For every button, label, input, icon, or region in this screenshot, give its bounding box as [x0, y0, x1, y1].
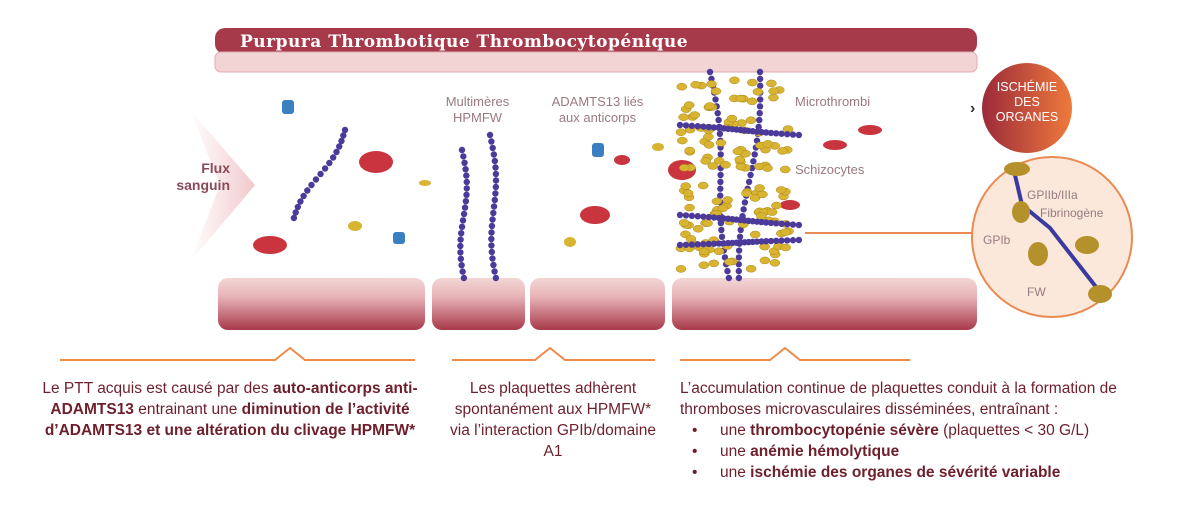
bullet-pre: une: [720, 464, 750, 481]
bullet-item: une ischémie des organes de sévérité var…: [720, 462, 1190, 483]
gpib-label: GPIb: [983, 232, 1010, 248]
caption-left-text2: entrainant une: [134, 401, 242, 418]
multimeres-line1: Multimères: [430, 94, 525, 110]
caption-right: L’accumulation continue de plaquettes co…: [680, 378, 1190, 483]
adamts-label: ADAMTS13 liésaux anticorps: [540, 94, 655, 126]
flux-line2: sanguin: [160, 177, 230, 194]
bullet-pre: une: [720, 443, 750, 460]
schizocytes-label: Schizocytes: [795, 162, 864, 178]
caption-left: Le PTT acquis est causé par des auto-ant…: [20, 378, 440, 441]
fw-label: FW: [1027, 284, 1046, 300]
ischemia-line3: ORGANES: [982, 110, 1072, 125]
fibrinogene-label: Fibrinogène: [1040, 205, 1103, 221]
microthrombus: [676, 77, 802, 272]
multimeres-line2: HPMFW: [430, 110, 525, 126]
bullet-item: une anémie hémolytique: [720, 441, 1190, 462]
svg-text:›: ›: [970, 100, 975, 117]
caption-middle: Les plaquettes adhèrent spontanément aux…: [448, 378, 658, 462]
bullet-item: une thrombocytopénie sévère (plaquettes …: [720, 420, 1190, 441]
microthrombi-label: Microthrombi: [795, 94, 870, 110]
adamts-line2: aux anticorps: [540, 110, 655, 126]
ischemia-line2: DES: [982, 95, 1072, 110]
flux-label: Fluxsanguin: [160, 160, 230, 194]
adamts-line1: ADAMTS13 liés: [540, 94, 655, 110]
bullet-post: (plaquettes < 30 G/L): [939, 422, 1089, 439]
caption-right-bullets: une thrombocytopénie sévère (plaquettes …: [680, 420, 1190, 483]
bottom-vessel-wall: [218, 278, 977, 330]
page-title: Purpura Thrombotique Thrombocytopénique: [240, 32, 688, 52]
caption-right-intro: L’accumulation continue de plaquettes co…: [680, 378, 1190, 420]
bullet-bold: anémie hémolytique: [750, 443, 899, 460]
ischemia-line1: ISCHÉMIE: [982, 80, 1072, 95]
multimeres-label: MultimèresHPMFW: [430, 94, 525, 126]
bullet-pre: une: [720, 422, 750, 439]
bullet-bold: thrombocytopénie sévère: [750, 422, 939, 439]
bullet-bold: ischémie des organes de sévérité variabl…: [750, 464, 1060, 481]
ischemia-label: ISCHÉMIEDESORGANES: [982, 80, 1072, 125]
flux-line1: Flux: [160, 160, 230, 177]
caption-brackets: [60, 348, 910, 360]
gpiib-label: GPIIb/IIIa: [1027, 187, 1078, 203]
caption-left-text1: Le PTT acquis est causé par des: [42, 380, 273, 397]
